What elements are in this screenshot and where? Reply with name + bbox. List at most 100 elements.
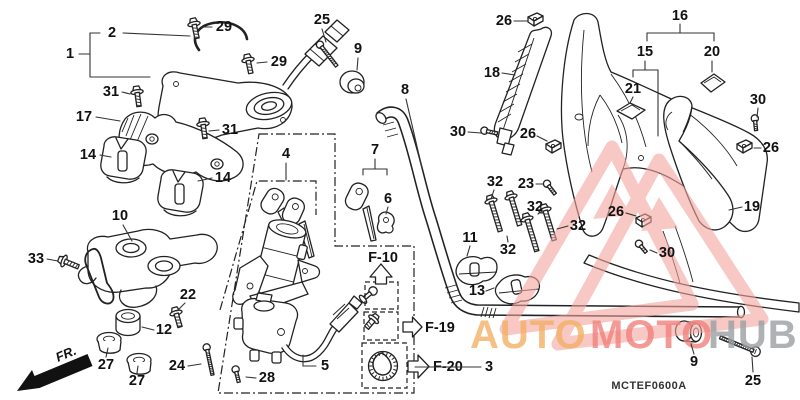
- part-label-10: 10: [112, 208, 128, 224]
- ref-box-f20: [361, 342, 408, 389]
- leader-line: [629, 96, 634, 104]
- bolt: [315, 40, 339, 68]
- part-21-insert: [616, 102, 646, 120]
- part-label-23: 23: [518, 176, 534, 192]
- bolt: [484, 194, 503, 233]
- leader-line: [256, 61, 268, 64]
- leader-line: [690, 343, 695, 355]
- part-7-key: [344, 182, 377, 242]
- leader-line: [467, 131, 482, 134]
- bolt: [520, 212, 540, 253]
- leader-line: [176, 302, 186, 312]
- fastener-bolts: [56, 17, 761, 384]
- part-label-1: 1: [66, 46, 74, 62]
- bolt: [750, 114, 760, 132]
- leader-line: [485, 287, 495, 292]
- leader-line: [466, 245, 471, 257]
- part-label-2: 2: [108, 25, 116, 41]
- part-label-20: 20: [704, 44, 720, 60]
- leader-line: [136, 365, 139, 374]
- ref-box-f19: [363, 311, 399, 341]
- part-label-28: 28: [259, 370, 275, 386]
- part-26-clip: [527, 12, 544, 27]
- part-10-under-bracket: [77, 228, 218, 308]
- part-label-17: 17: [76, 109, 92, 125]
- bolt: [169, 306, 183, 329]
- subassembly-box: [217, 133, 415, 394]
- part-label-31: 31: [222, 122, 238, 138]
- leader-line: [122, 224, 133, 242]
- bolt: [542, 179, 558, 196]
- part-label-29: 29: [216, 19, 232, 35]
- f19-right-arrow: [402, 316, 423, 338]
- part-label-9: 9: [354, 41, 362, 57]
- part-label-14: 14: [215, 170, 231, 186]
- leader-line: [46, 258, 59, 262]
- part-label-32: 32: [487, 174, 503, 190]
- part-label-12: 12: [156, 322, 172, 338]
- part-label-31: 31: [103, 84, 119, 100]
- watermark-text: AUTOMOTOHUB: [470, 313, 798, 357]
- part-label-26: 26: [496, 13, 512, 29]
- part-26-clip: [736, 139, 753, 154]
- leader-line: [321, 28, 327, 43]
- bolt: [634, 239, 649, 255]
- watermark-triangles: [499, 140, 769, 351]
- part-26-clip: [545, 139, 562, 154]
- part-label-18: 18: [484, 65, 500, 81]
- part-8-handlebar-pipe: [375, 106, 746, 319]
- part-label-26: 26: [608, 204, 624, 220]
- bolt: [196, 117, 210, 140]
- leader-line: [356, 57, 359, 71]
- part-label-32: 32: [527, 199, 543, 215]
- part-5-switch-base: [233, 292, 363, 364]
- diagram-code: MCTEF0600A: [611, 380, 686, 392]
- bolt: [718, 335, 761, 358]
- f10-up-arrow: [369, 263, 393, 285]
- leader-line: [556, 225, 569, 230]
- part-label-27: 27: [98, 357, 114, 373]
- part-label-6: 6: [384, 191, 392, 207]
- part-label-21: 21: [625, 81, 641, 97]
- part-27-mount-b: [126, 352, 152, 375]
- part-label-25: 25: [745, 373, 761, 389]
- ref-label-f19: F-19: [425, 320, 455, 336]
- part-label-15: 15: [637, 44, 653, 60]
- part-label-8: 8: [401, 82, 409, 98]
- part-14-clamp-upper: [100, 136, 147, 184]
- switch-box: [219, 180, 317, 311]
- part-label-11: 11: [462, 230, 477, 246]
- leader-line: [385, 206, 389, 215]
- leader-line: [95, 116, 121, 122]
- leader-line: [99, 154, 112, 158]
- part-label-33: 33: [28, 251, 44, 267]
- watermark-moto: MOTO: [590, 313, 713, 357]
- part-label-29: 29: [271, 54, 287, 70]
- bolt: [241, 53, 255, 75]
- part-27-mount-a: [96, 331, 122, 354]
- part-label-30: 30: [659, 245, 675, 261]
- leader-line: [122, 32, 191, 37]
- part-label-24: 24: [169, 358, 185, 374]
- part-2-clip: [193, 21, 249, 52]
- part-6-key-tag: [376, 211, 395, 234]
- part-label-22: 22: [180, 287, 196, 303]
- part-14-clamp-lower: [157, 169, 204, 217]
- ref-part-f10: [358, 286, 378, 305]
- bolt: [187, 17, 201, 40]
- leader-line: [187, 363, 202, 367]
- leader-line: [506, 235, 509, 243]
- leader-line: [208, 129, 220, 132]
- part-4-ignition-switch: [232, 187, 321, 313]
- part-1-upper-holder: [150, 19, 350, 155]
- part-label-25: 25: [314, 12, 330, 28]
- part-9-damper-top: [339, 70, 365, 94]
- part-label-5: 5: [321, 358, 329, 374]
- part-label-19: 19: [744, 199, 760, 215]
- ref-part-f19: [363, 312, 380, 330]
- part-label-16: 16: [672, 8, 688, 24]
- leader-line: [121, 91, 131, 95]
- leader-line: [105, 347, 109, 358]
